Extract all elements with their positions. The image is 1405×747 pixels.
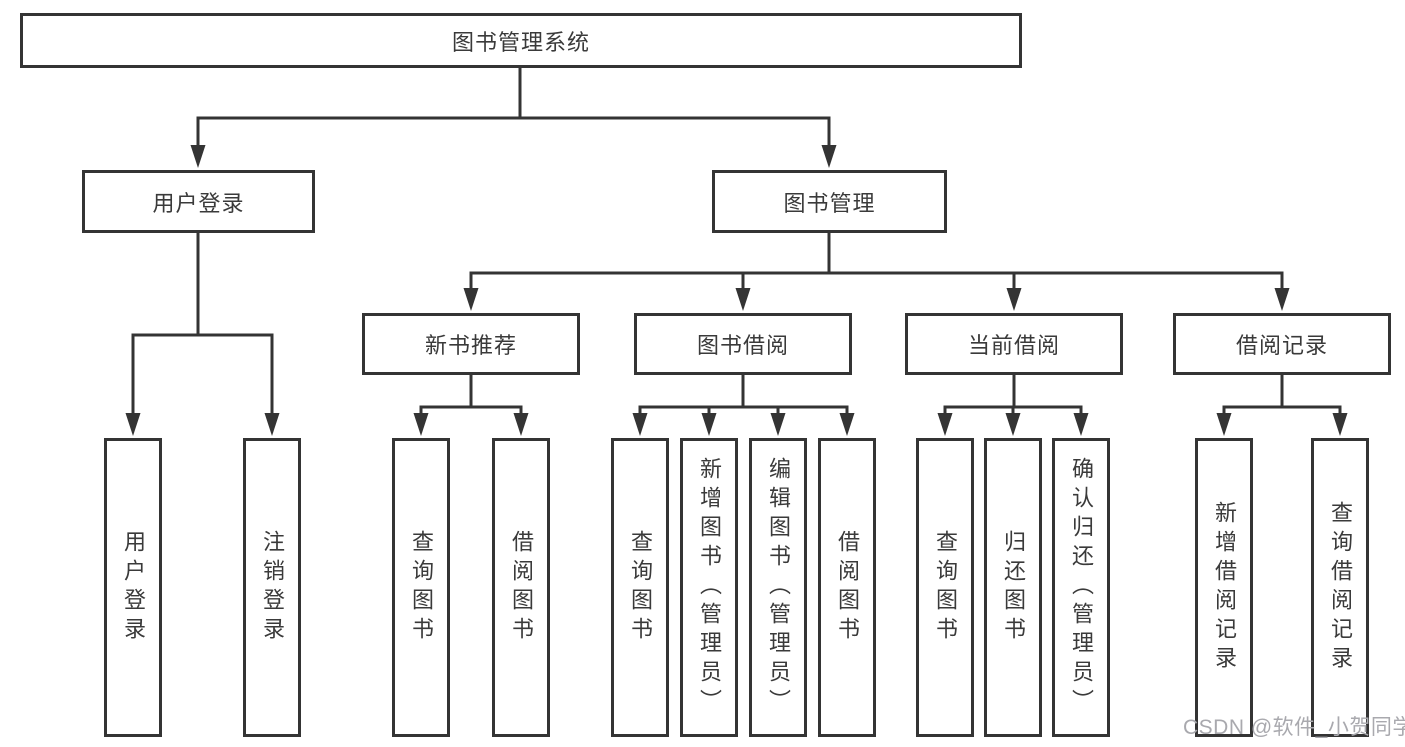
connector-borrow-records-branch [1216, 375, 1348, 436]
node-user-login: 用户登录 [82, 170, 315, 233]
node-leaf-borrow-books-1: 借阅图书 [492, 438, 550, 737]
connector-book-management-branch [463, 233, 1290, 311]
node-leaf-query-borrow-record: 查询借阅记录 [1311, 438, 1369, 737]
csdn-watermark: CSDN @软件_小贺同学 [1183, 716, 1405, 739]
node-current-borrow: 当前借阅 [905, 313, 1123, 375]
connector-user-login-branch [125, 233, 280, 436]
connector-book-borrow-branch [632, 375, 855, 436]
node-borrow-records: 借阅记录 [1173, 313, 1391, 375]
node-leaf-user-login: 用户登录 [104, 438, 162, 737]
node-leaf-edit-books-admin: 编辑图书（管理员） [749, 438, 807, 737]
node-leaf-borrow-books-2: 借阅图书 [818, 438, 876, 737]
node-leaf-query-books-2: 查询图书 [611, 438, 669, 737]
node-leaf-add-books-admin: 新增图书（管理员） [680, 438, 738, 737]
node-book-borrow: 图书借阅 [634, 313, 852, 375]
connector-new-book-recommend-branch [413, 375, 529, 436]
node-leaf-query-books-1: 查询图书 [392, 438, 450, 737]
node-leaf-add-borrow-record: 新增借阅记录 [1195, 438, 1253, 737]
node-leaf-return-books: 归还图书 [984, 438, 1042, 737]
connector-current-borrow-branch [937, 375, 1089, 436]
connector-root-to-level2 [190, 68, 837, 168]
node-library-management-system: 图书管理系统 [20, 13, 1022, 68]
node-leaf-query-books-3: 查询图书 [916, 438, 974, 737]
node-leaf-logout: 注销登录 [243, 438, 301, 737]
node-book-management: 图书管理 [712, 170, 947, 233]
node-new-book-recommend: 新书推荐 [362, 313, 580, 375]
node-leaf-confirm-return-admin: 确认归还（管理员） [1052, 438, 1110, 737]
